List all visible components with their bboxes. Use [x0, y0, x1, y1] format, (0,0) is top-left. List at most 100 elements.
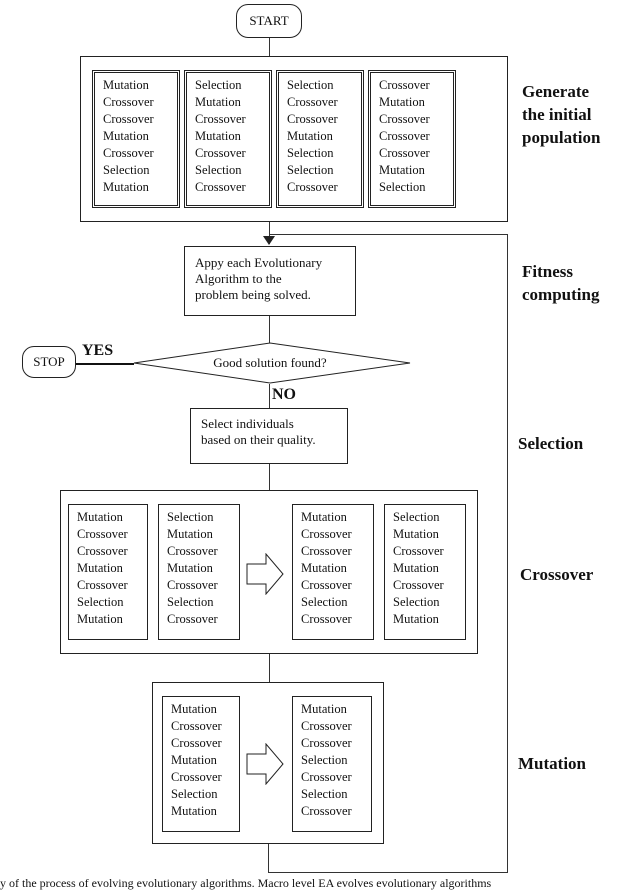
figure-caption: y of the process of evolving evolutionar…: [0, 876, 492, 890]
gene-operator: Mutation: [77, 561, 123, 575]
gene-operator: Mutation: [195, 129, 241, 143]
gene-operator: Crossover: [301, 612, 352, 626]
gene-operator: Selection: [287, 146, 334, 160]
stage-mutation: Mutation: [518, 752, 586, 775]
fitness-text-line2: Algorithm to the: [195, 271, 282, 286]
gene-operator: Mutation: [103, 129, 149, 143]
gene-operator: Selection: [301, 595, 348, 609]
gene-operator: Mutation: [393, 561, 439, 575]
stage-generate-line1: Generate: [522, 82, 590, 101]
gene-operator: Mutation: [103, 180, 149, 194]
gene-operator: Selection: [393, 595, 440, 609]
gene-operator: Crossover: [287, 180, 338, 194]
gene-operator: Crossover: [103, 95, 154, 109]
gene-operator: Mutation: [167, 561, 213, 575]
gene-operator: Selection: [301, 787, 348, 801]
gene-operator: Crossover: [287, 112, 338, 126]
gene-operator: Selection: [393, 510, 440, 524]
selection-text-line2: based on their quality.: [201, 432, 316, 447]
gene-operator: Crossover: [103, 146, 154, 160]
gene-operator: Crossover: [195, 180, 246, 194]
gene-operator: Crossover: [171, 719, 222, 733]
gene-operator: Mutation: [171, 753, 217, 767]
gene-operator: Mutation: [103, 78, 149, 92]
loop-bottom-line: [268, 872, 508, 873]
gene-operator: Mutation: [167, 527, 213, 541]
stage-generate-line2: the initial: [522, 105, 592, 124]
stage-fitness-line1: Fitness: [522, 262, 573, 281]
gene-operator: Crossover: [379, 112, 430, 126]
gene-operator: Selection: [103, 163, 150, 177]
gene-operator: Crossover: [171, 736, 222, 750]
gene-operator: Mutation: [171, 804, 217, 818]
gene-operator: Selection: [287, 163, 334, 177]
gene-operator: Selection: [171, 787, 218, 801]
stage-fitness: Fitness computing: [522, 260, 599, 306]
gene-operator: Crossover: [301, 804, 352, 818]
gene-operator: Mutation: [379, 95, 425, 109]
gene-operator: Mutation: [195, 95, 241, 109]
gene-operator: Crossover: [167, 578, 218, 592]
stage-crossover-line1: Crossover: [520, 565, 594, 584]
yes-label: YES: [82, 342, 114, 359]
loop-top-line: [270, 234, 507, 235]
gene-operator: Mutation: [301, 702, 347, 716]
connector-decision-selection: [269, 384, 270, 408]
stage-generate-line3: population: [522, 128, 601, 147]
gene-operator: Crossover: [379, 78, 430, 92]
gene-operator: Selection: [167, 510, 214, 524]
gene-operator: Mutation: [301, 561, 347, 575]
gene-operator: Mutation: [379, 163, 425, 177]
connector-pop-fitness: [269, 222, 270, 244]
decision-diamond: [133, 342, 411, 384]
gene-operator: Selection: [287, 78, 334, 92]
start-terminal: START: [236, 4, 302, 38]
stop-terminal: STOP: [22, 346, 76, 378]
gene-operator: Crossover: [301, 736, 352, 750]
selection-box: Select individuals based on their qualit…: [190, 408, 348, 464]
stage-mutation-line1: Mutation: [518, 754, 586, 773]
gene-operator: Mutation: [77, 510, 123, 524]
gene-operator: Selection: [167, 595, 214, 609]
stage-fitness-line2: computing: [522, 285, 600, 304]
mutation-arrow-icon: [246, 743, 284, 785]
gene-operator: Crossover: [167, 612, 218, 626]
gene-operator: Crossover: [195, 112, 246, 126]
stage-generate: Generate the initial population: [522, 80, 637, 149]
stage-selection: Selection: [518, 432, 583, 455]
selection-text-line1: Select individuals: [201, 416, 294, 431]
gene-operator: Crossover: [103, 112, 154, 126]
connector-start: [269, 38, 270, 56]
decision-text: Good solution found?: [213, 355, 327, 370]
start-label: START: [249, 13, 289, 28]
gene-operator: Crossover: [379, 129, 430, 143]
fitness-text-line1: Appy each Evolutionary: [195, 255, 323, 270]
stage-crossover: Crossover: [520, 563, 593, 586]
gene-operator: Mutation: [393, 612, 439, 626]
gene-operator: Crossover: [301, 544, 352, 558]
gene-operator: Crossover: [393, 544, 444, 558]
gene-operator: Crossover: [301, 719, 352, 733]
gene-operator: Mutation: [171, 702, 217, 716]
fitness-text-line3: problem being solved.: [195, 287, 311, 302]
stop-label: STOP: [33, 354, 65, 369]
gene-operator: Selection: [379, 180, 426, 194]
gene-operator: Mutation: [393, 527, 439, 541]
no-label: NO: [272, 386, 296, 403]
gene-operator: Crossover: [393, 578, 444, 592]
connector-selection-crossover: [269, 464, 270, 490]
stage-selection-line1: Selection: [518, 434, 584, 453]
gene-operator: Selection: [301, 753, 348, 767]
gene-operator: Crossover: [301, 770, 352, 784]
gene-operator: Crossover: [287, 95, 338, 109]
gene-operator: Crossover: [195, 146, 246, 160]
gene-operator: Mutation: [77, 612, 123, 626]
loop-right-line: [507, 234, 508, 873]
gene-operator: Crossover: [301, 527, 352, 541]
